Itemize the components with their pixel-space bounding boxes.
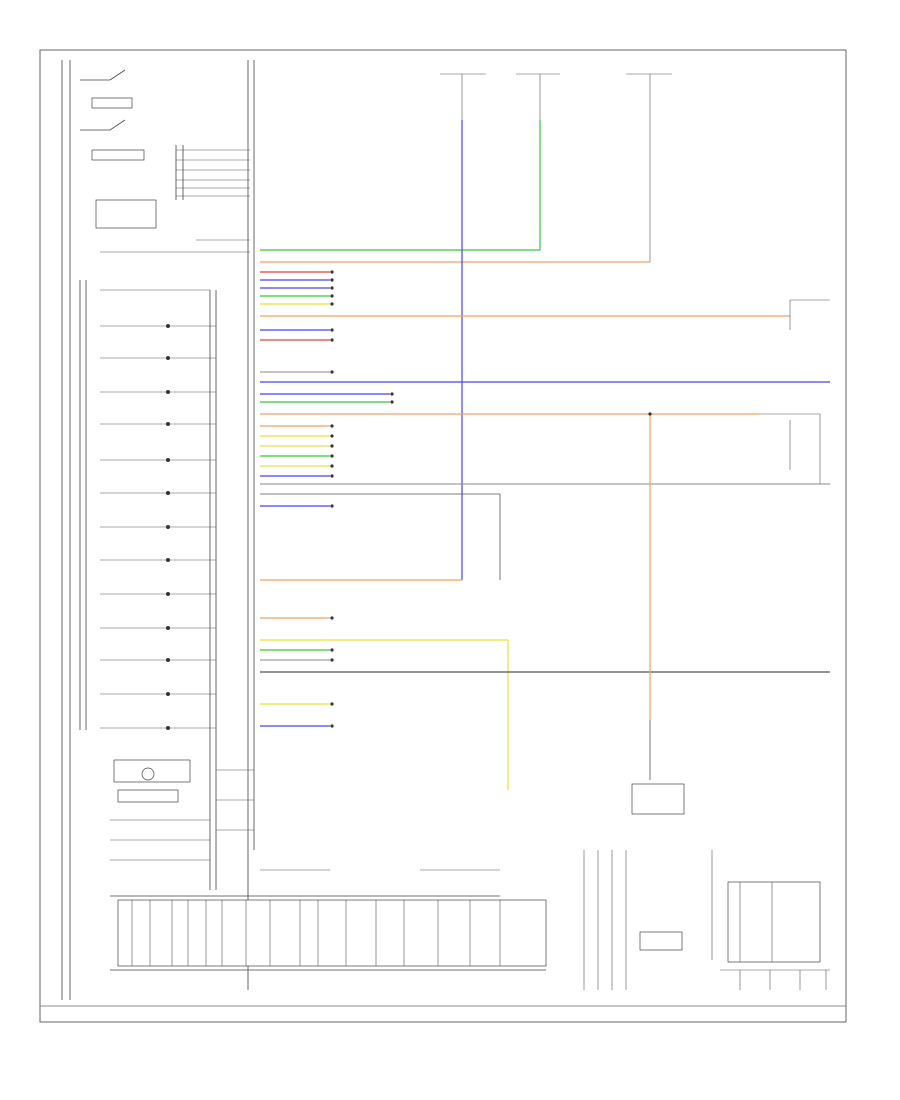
top-right-inputs xyxy=(440,73,672,262)
diagram-border xyxy=(39,49,847,1023)
bottom-connector-strip xyxy=(110,869,547,971)
instrument-cluster-frame xyxy=(61,60,255,1000)
top-connector-pins xyxy=(95,145,250,253)
fuel-sender-module xyxy=(648,299,830,484)
bottom-right-modules xyxy=(583,783,830,990)
connector-tips xyxy=(330,270,394,728)
top-switches xyxy=(80,69,145,161)
harness-wires xyxy=(260,120,830,790)
indicator-rows xyxy=(79,280,216,730)
bottom-left-modules xyxy=(110,759,254,861)
